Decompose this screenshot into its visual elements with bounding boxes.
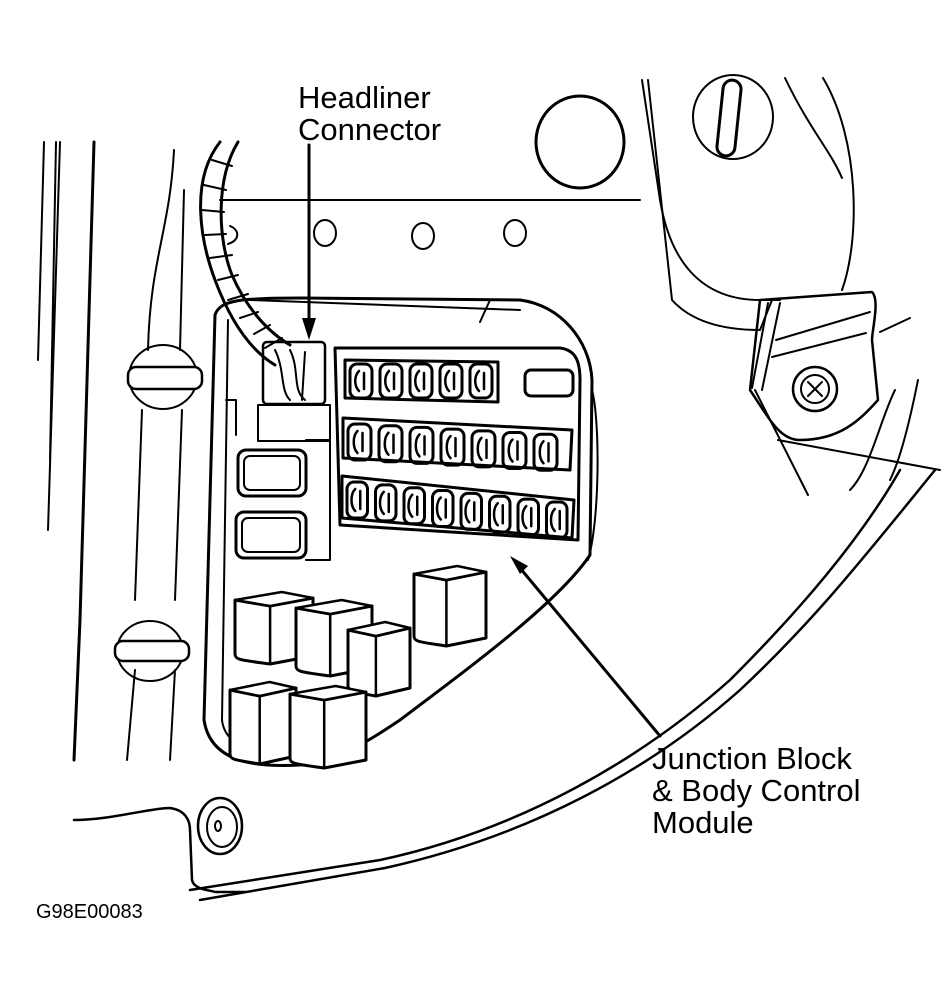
trim-panel-outline xyxy=(72,199,937,902)
twist-fastener-upper xyxy=(126,344,204,410)
headliner-connector xyxy=(257,340,331,442)
pillar-bracket xyxy=(641,74,941,496)
junction-block-label: Junction Block & Body Control Module xyxy=(652,743,861,839)
side-connectors xyxy=(225,399,331,561)
fuse xyxy=(346,422,373,462)
fuse xyxy=(438,362,464,400)
relay xyxy=(233,590,315,666)
fuse xyxy=(431,489,455,529)
fuse xyxy=(377,424,404,464)
fuse-set xyxy=(345,362,569,540)
fuse-panel xyxy=(333,346,582,542)
wire-harness xyxy=(199,140,292,367)
fuse xyxy=(345,480,369,520)
grommet xyxy=(196,796,244,856)
mounting-holes xyxy=(227,219,527,250)
fuse xyxy=(408,425,435,465)
junction-label-line-2: & Body Control xyxy=(652,773,861,808)
fuse xyxy=(545,500,569,540)
figure-id: G98E00083 xyxy=(36,901,143,923)
junction-label-line-1: Junction Block xyxy=(652,741,852,776)
relay xyxy=(228,680,298,766)
fuse xyxy=(488,494,512,534)
headliner-connector-label: Headliner Connector xyxy=(298,82,441,146)
relay xyxy=(288,684,368,770)
pillar-trim-lines xyxy=(37,140,185,762)
twist-fastener-lower xyxy=(113,620,191,682)
fuse xyxy=(378,362,404,400)
headliner-label-line-1: Headliner xyxy=(298,80,431,115)
relay xyxy=(346,620,412,698)
fuse xyxy=(459,491,483,531)
junction-block-leader xyxy=(510,556,662,738)
relay-set xyxy=(228,564,488,770)
fuse xyxy=(439,427,466,467)
relay xyxy=(412,564,488,648)
junction-label-line-3: Module xyxy=(652,805,754,840)
fuse xyxy=(516,497,540,537)
fuse xyxy=(468,362,494,400)
fuse xyxy=(402,486,426,526)
body-plug-circle xyxy=(534,94,626,190)
fuse xyxy=(408,362,434,400)
fuse xyxy=(532,432,559,472)
headliner-leader xyxy=(302,143,316,340)
fuse xyxy=(348,362,374,400)
headliner-label-line-2: Connector xyxy=(298,112,442,147)
fuse xyxy=(374,483,398,523)
fuse xyxy=(470,429,497,469)
fuse xyxy=(501,431,528,471)
